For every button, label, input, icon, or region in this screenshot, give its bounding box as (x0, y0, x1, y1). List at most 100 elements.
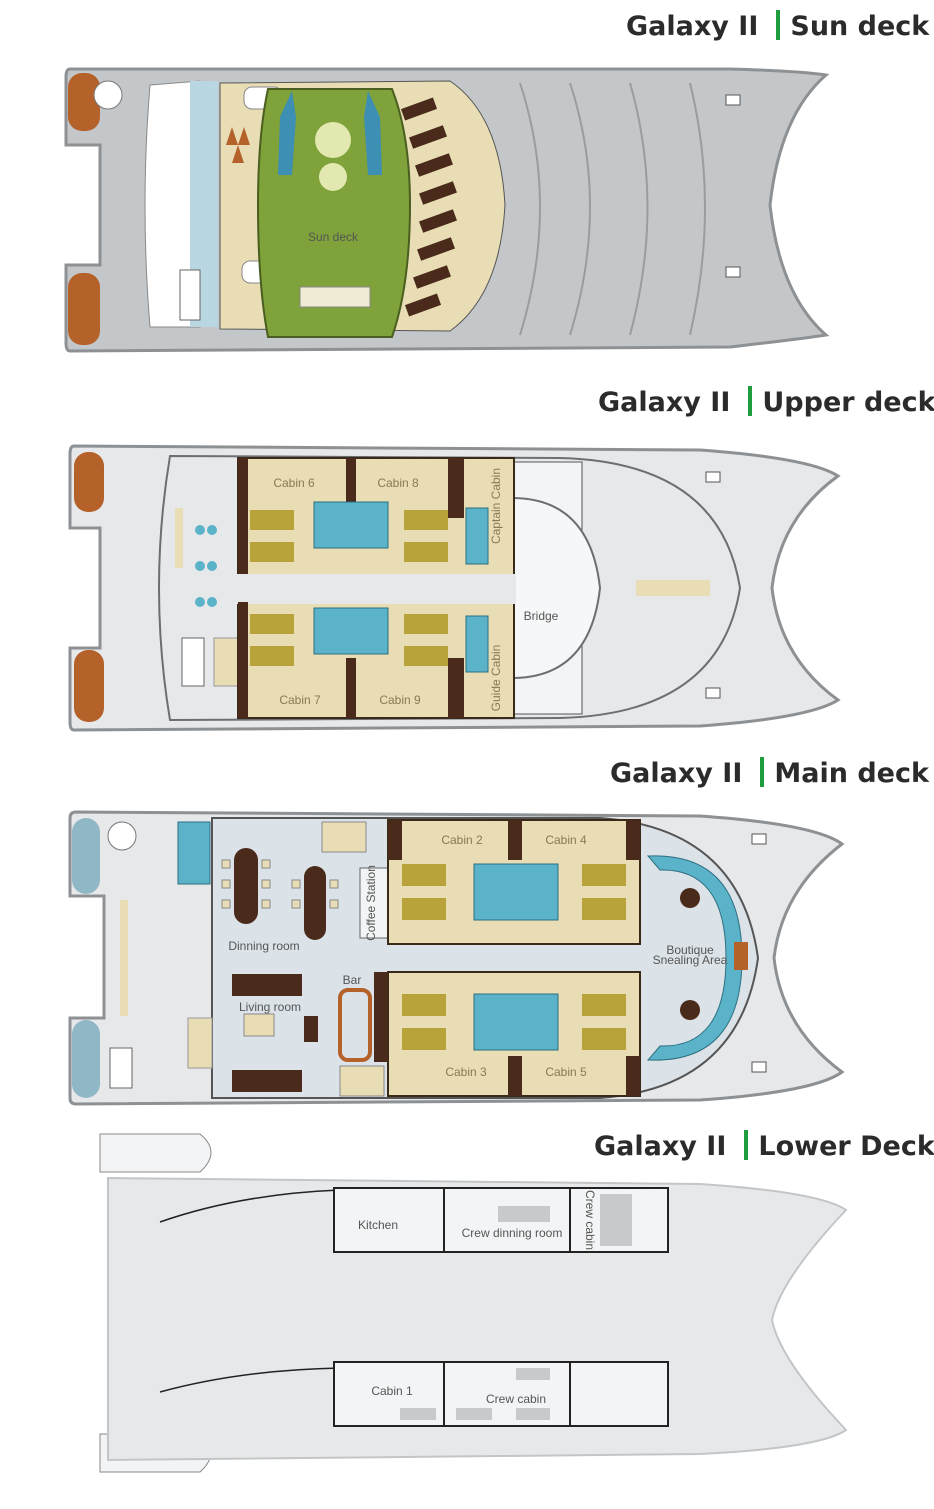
boutique-seating (646, 855, 743, 1061)
port-hull-line (159, 1367, 341, 1393)
deck-title-sun: Galaxy II Sun deck (626, 10, 929, 42)
boutique-area-label: Snealing Area (653, 953, 728, 967)
lounge-seats (195, 525, 217, 607)
upper-deck-plan: Cabin 6 Cabin 8 Cabin 7 Cabin 9 Captain … (68, 444, 841, 732)
corridor (236, 574, 516, 604)
bunk (600, 1194, 632, 1246)
bar-counter (338, 988, 372, 1062)
bow-fitting-bottom (725, 266, 741, 278)
chairs (221, 859, 339, 909)
crew-cabin-label: Crew cabin (486, 1392, 546, 1406)
title-divider (760, 757, 765, 787)
deck-arcs (519, 82, 706, 336)
beds (250, 510, 448, 666)
jacuzzi-2 (319, 163, 347, 191)
gangway (213, 637, 239, 687)
decor-icons (226, 127, 250, 163)
restroom (177, 821, 211, 885)
boutique-table-1 (680, 888, 700, 908)
ship-name: Galaxy II (594, 1131, 727, 1162)
bunks (400, 1368, 550, 1420)
cabin-2-label: Cabin 2 (441, 833, 483, 847)
stairs-forward (321, 821, 367, 853)
kitchen-room (333, 1187, 445, 1253)
bow-fitting-top (725, 94, 741, 106)
jacuzzi-pool-left (278, 91, 296, 175)
sun-loungers (400, 97, 457, 317)
cabin-5-label: Cabin 5 (545, 1065, 587, 1079)
stairs-bottom (109, 1047, 133, 1089)
bathrooms (313, 501, 489, 673)
cabin-1-label: Cabin 1 (371, 1384, 413, 1398)
jacuzzi-pool-right (364, 91, 382, 175)
stern-rail-bottom (74, 650, 104, 722)
deck-name: Lower Deck (758, 1131, 934, 1162)
stern-rail-top (68, 73, 100, 131)
wood-partitions (374, 820, 640, 1096)
bridge-label: Bridge (524, 609, 559, 623)
beds (402, 864, 626, 1050)
sun-deck-label: Sun deck (308, 230, 359, 244)
bow-fitting-top (751, 833, 767, 845)
kitchen-label: Kitchen (358, 1218, 398, 1232)
deck-title-lower: Galaxy II Lower Deck (594, 1130, 934, 1162)
crew-cabin-vertical-label: Crew cabin (583, 1190, 597, 1250)
stern-rail-bottom (72, 1020, 100, 1098)
jacuzzi-1 (315, 122, 351, 158)
wood-partitions (238, 458, 464, 718)
captain-cabin-label: Captain Cabin (489, 468, 503, 544)
cabin-6-label: Cabin 6 (273, 476, 315, 490)
cabin-9-label: Cabin 9 (379, 693, 421, 707)
guide-cabin-label: Guide Cabin (489, 645, 503, 712)
bar-label: Bar (343, 973, 362, 987)
bathrooms (473, 863, 559, 1051)
bench (299, 286, 371, 308)
aft-strip (120, 900, 128, 1016)
crew-dining-label: Crew dinning room (462, 1226, 563, 1240)
starboard-hull-line (159, 1189, 341, 1223)
title-divider (776, 10, 781, 40)
stern-rail-bottom (68, 273, 100, 345)
title-divider (744, 1130, 749, 1160)
cabin-4-label: Cabin 4 (545, 833, 587, 847)
deck-title-upper: Galaxy II Upper deck (598, 386, 934, 418)
dining-room-label: Dinning room (228, 939, 299, 953)
coffee-station (359, 867, 389, 939)
boutique-label: Boutique (666, 943, 714, 957)
lounge-strip (175, 508, 183, 568)
stern-rail-top (72, 818, 100, 894)
deck-name: Sun deck (790, 11, 930, 42)
dining-tables (234, 848, 326, 940)
storage-room (569, 1361, 669, 1427)
deck-name: Upper deck (762, 387, 934, 418)
cabin-8-label: Cabin 8 (377, 476, 419, 490)
cabin-7-label: Cabin 7 (279, 693, 321, 707)
white-aft-area (144, 80, 201, 328)
stair-top (93, 80, 123, 110)
bow-fitting-bottom (705, 687, 721, 699)
tender-top (99, 1133, 212, 1173)
living-room-furniture (232, 974, 318, 1092)
lower-deck-plan: Kitchen Crew dinning room Crew cabin Cab… (99, 1133, 848, 1473)
ship-name: Galaxy II (626, 11, 759, 42)
gangway (187, 1017, 213, 1069)
title-divider (748, 386, 753, 416)
bridge-console (511, 496, 602, 680)
boutique-door (734, 942, 748, 970)
stair-top (107, 821, 137, 851)
stairs (181, 637, 205, 687)
main-deck-plan: Cabin 2 Cabin 4 Cabin 3 Cabin 5 Dinning … (68, 810, 845, 1106)
stairs-aft (339, 1065, 385, 1097)
ship-name: Galaxy II (598, 387, 731, 418)
stairs-rear (179, 269, 201, 321)
cabin-3-label: Cabin 3 (445, 1065, 487, 1079)
coffee-station-label: Coffee Station (364, 865, 378, 941)
bow-walkway (636, 580, 710, 596)
sun-deck-plan: Sun deck (64, 67, 830, 353)
dining-table (498, 1206, 550, 1222)
boutique-table-2 (680, 1000, 700, 1020)
stern-rail-top (74, 452, 104, 512)
ship-name: Galaxy II (610, 758, 743, 789)
inner-deck-line (158, 454, 742, 722)
